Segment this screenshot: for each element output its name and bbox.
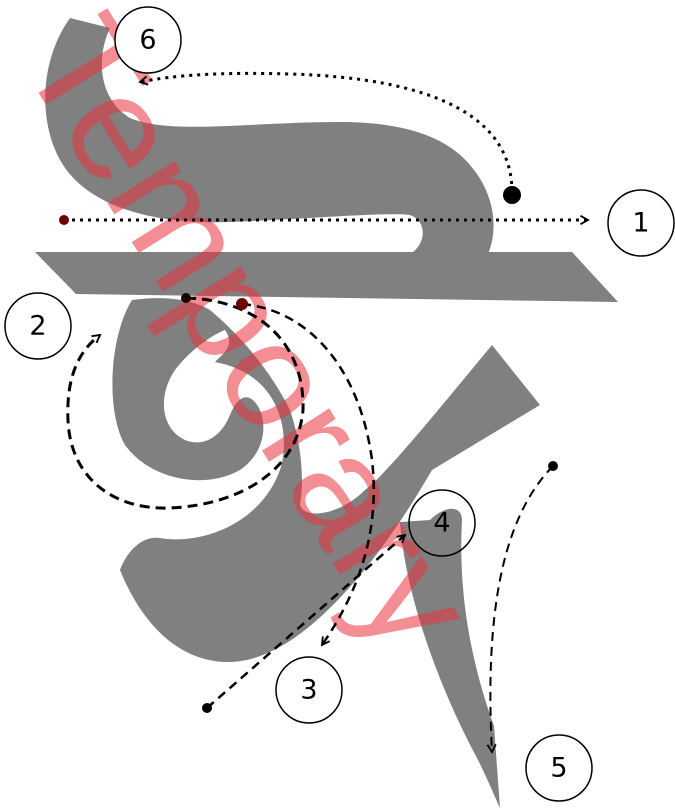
stroke-5-start-dot bbox=[548, 461, 558, 471]
stroke-5-path bbox=[490, 465, 554, 752]
stroke-2-path bbox=[66, 296, 305, 510]
label-6: 6 bbox=[114, 6, 182, 74]
stroke-number-labels: 1 2 3 4 5 6 bbox=[4, 6, 675, 802]
label-5-text: 5 bbox=[550, 753, 567, 784]
label-2-text: 2 bbox=[29, 311, 46, 342]
label-1: 1 bbox=[607, 189, 675, 257]
stroke-3-start-dot bbox=[236, 298, 248, 310]
stroke-6-start-dot bbox=[503, 186, 521, 204]
glyph-top-hook bbox=[45, 18, 494, 256]
label-3: 3 bbox=[275, 656, 343, 724]
stroke-4-start-dot bbox=[202, 703, 212, 713]
glyph-loop-bowl bbox=[112, 298, 540, 663]
stroke-paths bbox=[64, 71, 588, 752]
label-5: 5 bbox=[525, 734, 593, 802]
stroke-2-start-dot bbox=[181, 293, 191, 303]
label-6-text: 6 bbox=[139, 25, 156, 56]
label-2: 2 bbox=[4, 292, 72, 360]
glyph bbox=[35, 18, 618, 808]
stroke-1-start-dot bbox=[59, 215, 69, 225]
label-4: 4 bbox=[408, 489, 476, 557]
label-1-text: 1 bbox=[632, 208, 649, 239]
stroke-start-dots bbox=[59, 186, 558, 713]
glyph-right-tail bbox=[400, 508, 500, 808]
label-4-text: 4 bbox=[433, 508, 450, 539]
stroke-6-path bbox=[140, 71, 514, 193]
stroke-3-path bbox=[241, 302, 375, 645]
glyph-headline-bar bbox=[35, 252, 618, 302]
label-3-text: 3 bbox=[300, 675, 317, 706]
